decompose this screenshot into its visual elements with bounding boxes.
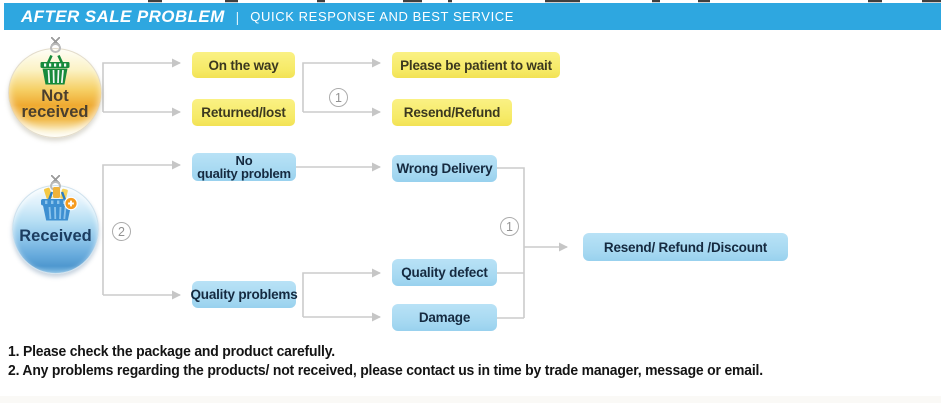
received-node: Received [12,175,99,274]
received-label: Received [19,227,92,245]
pin-cross-icon [51,175,60,184]
node-label-line2: quality problem [197,166,291,181]
not-received-label-line2: received [21,103,89,121]
step-number-1-bottom: 1 [500,217,519,236]
section-subtitle: QUICK RESPONSE AND BEST SERVICE [250,9,515,24]
node-resend-refund: Resend/Refund [392,99,512,126]
node-quality-defect: Quality defect [392,259,497,286]
section-header-bar: AFTER SALE PROBLEM | QUICK RESPONSE AND … [4,3,941,30]
section-title: AFTER SALE PROBLEM [21,6,225,26]
next-section-edge [0,396,941,403]
not-received-label-line1: Not [41,87,69,105]
step-number-1-top: 1 [329,88,348,107]
node-wrong-delivery: Wrong Delivery [392,155,497,182]
node-quality-problems: Quality problems [190,281,298,308]
not-received-label: Not received [9,87,101,121]
node-resend-refund-discount: Resend/ Refund /Discount [583,233,788,261]
node-returned-lost: Returned/lost [192,99,295,126]
node-no-quality-problem: No quality problem [192,153,296,181]
pin-cross-icon [51,37,60,46]
badge-hook-icon [50,43,61,53]
title-separator: | [235,8,240,25]
node-damage: Damage [392,304,497,331]
node-on-the-way: On the way [192,52,295,78]
blue-basket-icon [41,187,78,221]
node-label-line1: No [235,153,253,168]
step-number-2: 2 [112,222,131,241]
not-received-node: Not received [8,37,102,138]
footnotes: 1. Please check the package and product … [8,342,820,380]
footnote-2: 2. Any problems regarding the products/ … [8,362,763,379]
node-label: No quality problem [197,154,291,180]
footnote-1: 1. Please check the package and product … [8,343,335,360]
node-please-be-patient: Please be patient to wait [392,52,560,78]
green-basket-icon [40,54,70,85]
